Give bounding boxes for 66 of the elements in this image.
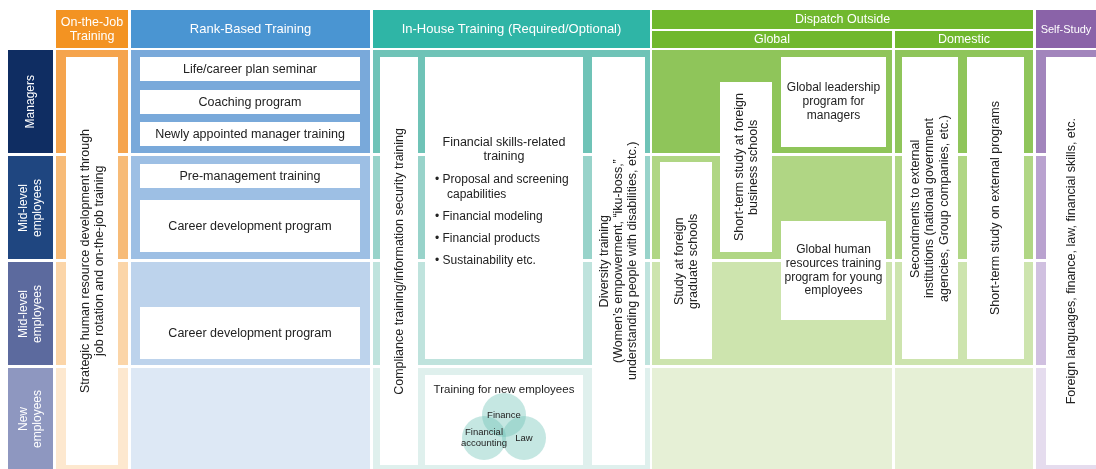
column-header xyxy=(652,10,1033,29)
program-label: Global human resources training program for young employees xyxy=(783,242,884,299)
program-box xyxy=(781,221,886,320)
circle-label: Finance xyxy=(487,409,521,421)
column-header xyxy=(895,31,1033,48)
program-box xyxy=(66,57,118,465)
program-label: Diversity training xyxy=(596,214,611,308)
row-label: Mid-level employees xyxy=(16,283,45,345)
venn-circle xyxy=(462,416,506,460)
column-header xyxy=(1036,10,1096,48)
program-box xyxy=(660,162,712,359)
program-label: Foreign languages, finance, law, financial skills, etc. xyxy=(1063,117,1079,405)
program-label: Career development program xyxy=(168,325,332,341)
program-label: Global leadership program for managers xyxy=(785,81,882,123)
program-label: Pre-management training xyxy=(179,168,321,184)
header-label: Global xyxy=(753,32,791,47)
header-label: Domestic xyxy=(937,32,991,47)
program-label: Coaching program xyxy=(198,94,302,110)
column-header xyxy=(131,10,370,48)
program-box xyxy=(592,57,645,465)
program-label: Strategic human resource development through job rotation and on-the-job training xyxy=(77,128,107,396)
header-label: On-the-Job Training xyxy=(59,14,125,44)
program-box xyxy=(140,122,360,146)
circle-label: Law xyxy=(515,432,533,444)
program-box xyxy=(140,164,360,188)
row-label: Mid-level employees xyxy=(16,177,45,239)
column-header xyxy=(373,10,650,48)
program-label: (Women’s empowerment, “iku-boss,” understanding people with disabilities, etc.) xyxy=(611,140,641,383)
bullet-item: • Sustainability etc. xyxy=(435,252,537,268)
program-box xyxy=(140,200,360,252)
bullet-item: • Financial products xyxy=(435,230,541,246)
circle-label: Financial accounting xyxy=(461,427,507,449)
row-header xyxy=(8,262,53,365)
box-heading: Training for new employees xyxy=(433,383,575,397)
program-box xyxy=(902,57,958,359)
row-header xyxy=(8,156,53,259)
row-header xyxy=(8,368,53,469)
program-box xyxy=(380,57,418,465)
bullet-item: • Proposal and screening capabilities xyxy=(435,171,570,202)
program-label: Compliance training/information security training xyxy=(391,127,407,395)
program-label: Life/career plan seminar xyxy=(182,61,318,77)
program-box xyxy=(140,90,360,114)
program-label: Career development program xyxy=(168,218,332,234)
bullet-item: • Financial modeling xyxy=(435,208,544,224)
header-label: Rank-Based Training xyxy=(189,21,312,37)
header-label: In-House Training (Required/Optional) xyxy=(401,21,622,37)
row-label: Managers xyxy=(23,74,38,129)
program-label: Secondments to external institutions (national government agencies, Group companies, etc.) xyxy=(908,113,952,304)
program-box xyxy=(140,57,360,81)
program-box xyxy=(967,57,1024,359)
row-header xyxy=(8,50,53,153)
program-box xyxy=(140,307,360,359)
row-label: New employees xyxy=(16,388,45,450)
program-box xyxy=(720,82,772,252)
program-label: Study at foreign graduate schools xyxy=(671,211,701,311)
header-label: Self-Study xyxy=(1040,22,1092,36)
program-label: Short-term study at foreign business schools xyxy=(731,92,761,243)
header-label: Dispatch Outside xyxy=(794,12,891,27)
column-header xyxy=(652,31,892,48)
program-label: Newly appointed manager training xyxy=(155,126,345,142)
program-box xyxy=(425,57,583,359)
program-box xyxy=(781,57,886,147)
program-box xyxy=(425,375,583,465)
program-label: Short-term study on external programs xyxy=(988,101,1003,315)
box-heading: Financial skills-related training xyxy=(441,135,567,164)
program-box xyxy=(1046,57,1096,465)
